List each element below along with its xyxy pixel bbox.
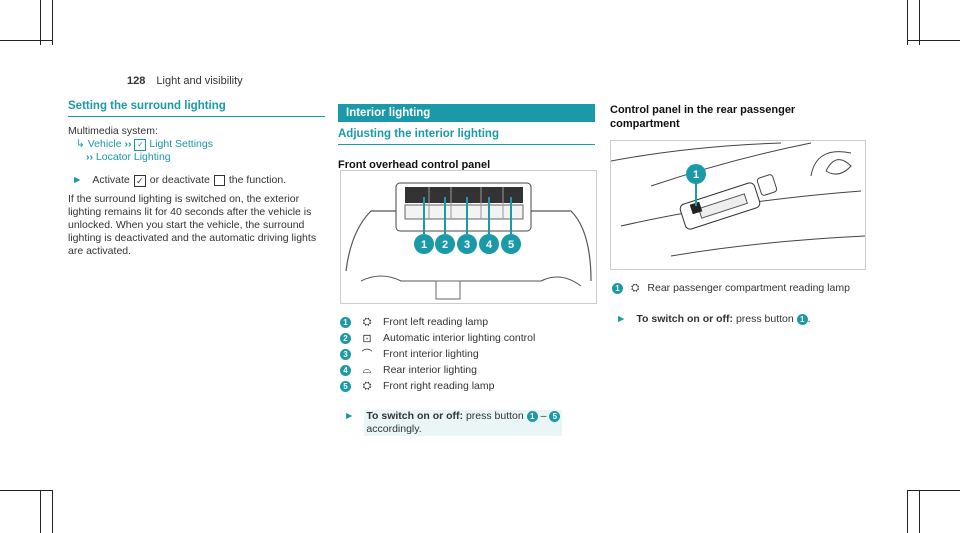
page-header-title: Light and visibility	[156, 75, 243, 87]
section-heading: Adjusting the interior lighting	[338, 128, 595, 145]
front-panel-legend: 1 ⛭ Front left reading lamp 2 ⊡ Automati…	[340, 314, 597, 436]
checkbox-empty-icon	[213, 175, 225, 186]
reading-lamp-icon: ⛭	[631, 282, 640, 294]
crop-mark	[907, 0, 908, 45]
rear-switch-step: ► To switch on or off: press button 1.	[616, 313, 811, 325]
page-number: 128	[127, 75, 146, 87]
legend-item: 2 ⊡ Automatic interior lighting control	[340, 330, 597, 346]
crop-mark	[40, 0, 41, 45]
return-arrow-icon: ↳	[76, 138, 85, 150]
step-arrow-icon: ►	[616, 313, 627, 325]
front-panel-subheading: Front overhead control panel	[338, 159, 491, 171]
legend-item: 1 ⛭ Front left reading lamp	[340, 314, 597, 330]
legend-item: 3 ⌒ Front interior lighting	[340, 346, 597, 362]
light-settings-icon: ✓	[134, 139, 147, 151]
front-overhead-panel-image: 1 2 3 4 5	[340, 170, 597, 304]
reading-lamp-icon: ⛭	[362, 315, 372, 328]
menu-path-vehicle: ↳ Vehicle ›› ✓ Light Settings	[76, 138, 213, 151]
auto-lighting-icon: ⊡	[362, 332, 372, 345]
body-text: If the surround lighting is switched on,…	[68, 193, 317, 257]
callout-4: 4	[486, 239, 493, 251]
front-interior-icon: ⌒	[361, 349, 373, 361]
callout-1: 1	[693, 169, 699, 181]
overhead-panel-drawing: 1 2 3 4 5	[345, 182, 592, 300]
multimedia-label: Multimedia system:	[68, 125, 158, 137]
crop-mark	[919, 0, 920, 45]
callout-1: 1	[421, 239, 427, 251]
front-switch-step: ► To switch on or off: press button 1 – …	[340, 410, 597, 436]
legend-item: 1 ⛭ Rear passenger compartment reading l…	[612, 282, 864, 295]
right-column: Control panel in the rear passenger comp…	[610, 103, 865, 131]
crop-mark	[52, 0, 53, 45]
crop-mark	[907, 40, 960, 41]
rear-interior-icon: ⌓	[362, 363, 372, 376]
page-header: 128 Light and visibility	[127, 75, 243, 87]
left-column: Setting the surround lighting Multimedia…	[68, 100, 325, 258]
rear-panel-heading: Control panel in the rear passenger comp…	[610, 104, 796, 130]
crop-mark	[40, 490, 41, 533]
middle-column: Interior lighting Adjusting the interior…	[338, 104, 595, 171]
reading-lamp-icon: ⛭	[362, 379, 372, 392]
checkbox-checked-icon: ✓	[133, 174, 146, 187]
crop-mark	[907, 490, 908, 533]
rear-panel-legend: 1 ⛭ Rear passenger compartment reading l…	[612, 282, 864, 326]
rear-panel-drawing: 1	[611, 142, 865, 257]
double-chevron-icon: ››	[86, 151, 93, 163]
double-chevron-icon: ››	[124, 138, 132, 150]
crop-mark	[0, 40, 52, 41]
activate-step: ► Activate ✓ or deactivate the function.	[72, 174, 287, 187]
crop-mark	[919, 490, 920, 533]
menu-path-locator: ›› Locator Lighting	[86, 151, 171, 163]
callout-2: 2	[442, 239, 448, 251]
callout-5: 5	[508, 239, 514, 251]
section-heading: Setting the surround lighting	[68, 100, 325, 117]
legend-item: 4 ⌓ Rear interior lighting	[340, 362, 597, 378]
callout-3: 3	[464, 239, 470, 251]
step-arrow-icon: ►	[344, 410, 355, 422]
rear-panel-image: 1	[610, 140, 866, 270]
interior-lighting-bar: Interior lighting	[338, 104, 595, 122]
crop-mark	[0, 490, 52, 491]
step-arrow-icon: ►	[72, 174, 83, 186]
crop-mark	[907, 490, 960, 491]
legend-item: 5 ⛭ Front right reading lamp	[340, 378, 597, 394]
crop-mark	[52, 490, 53, 533]
